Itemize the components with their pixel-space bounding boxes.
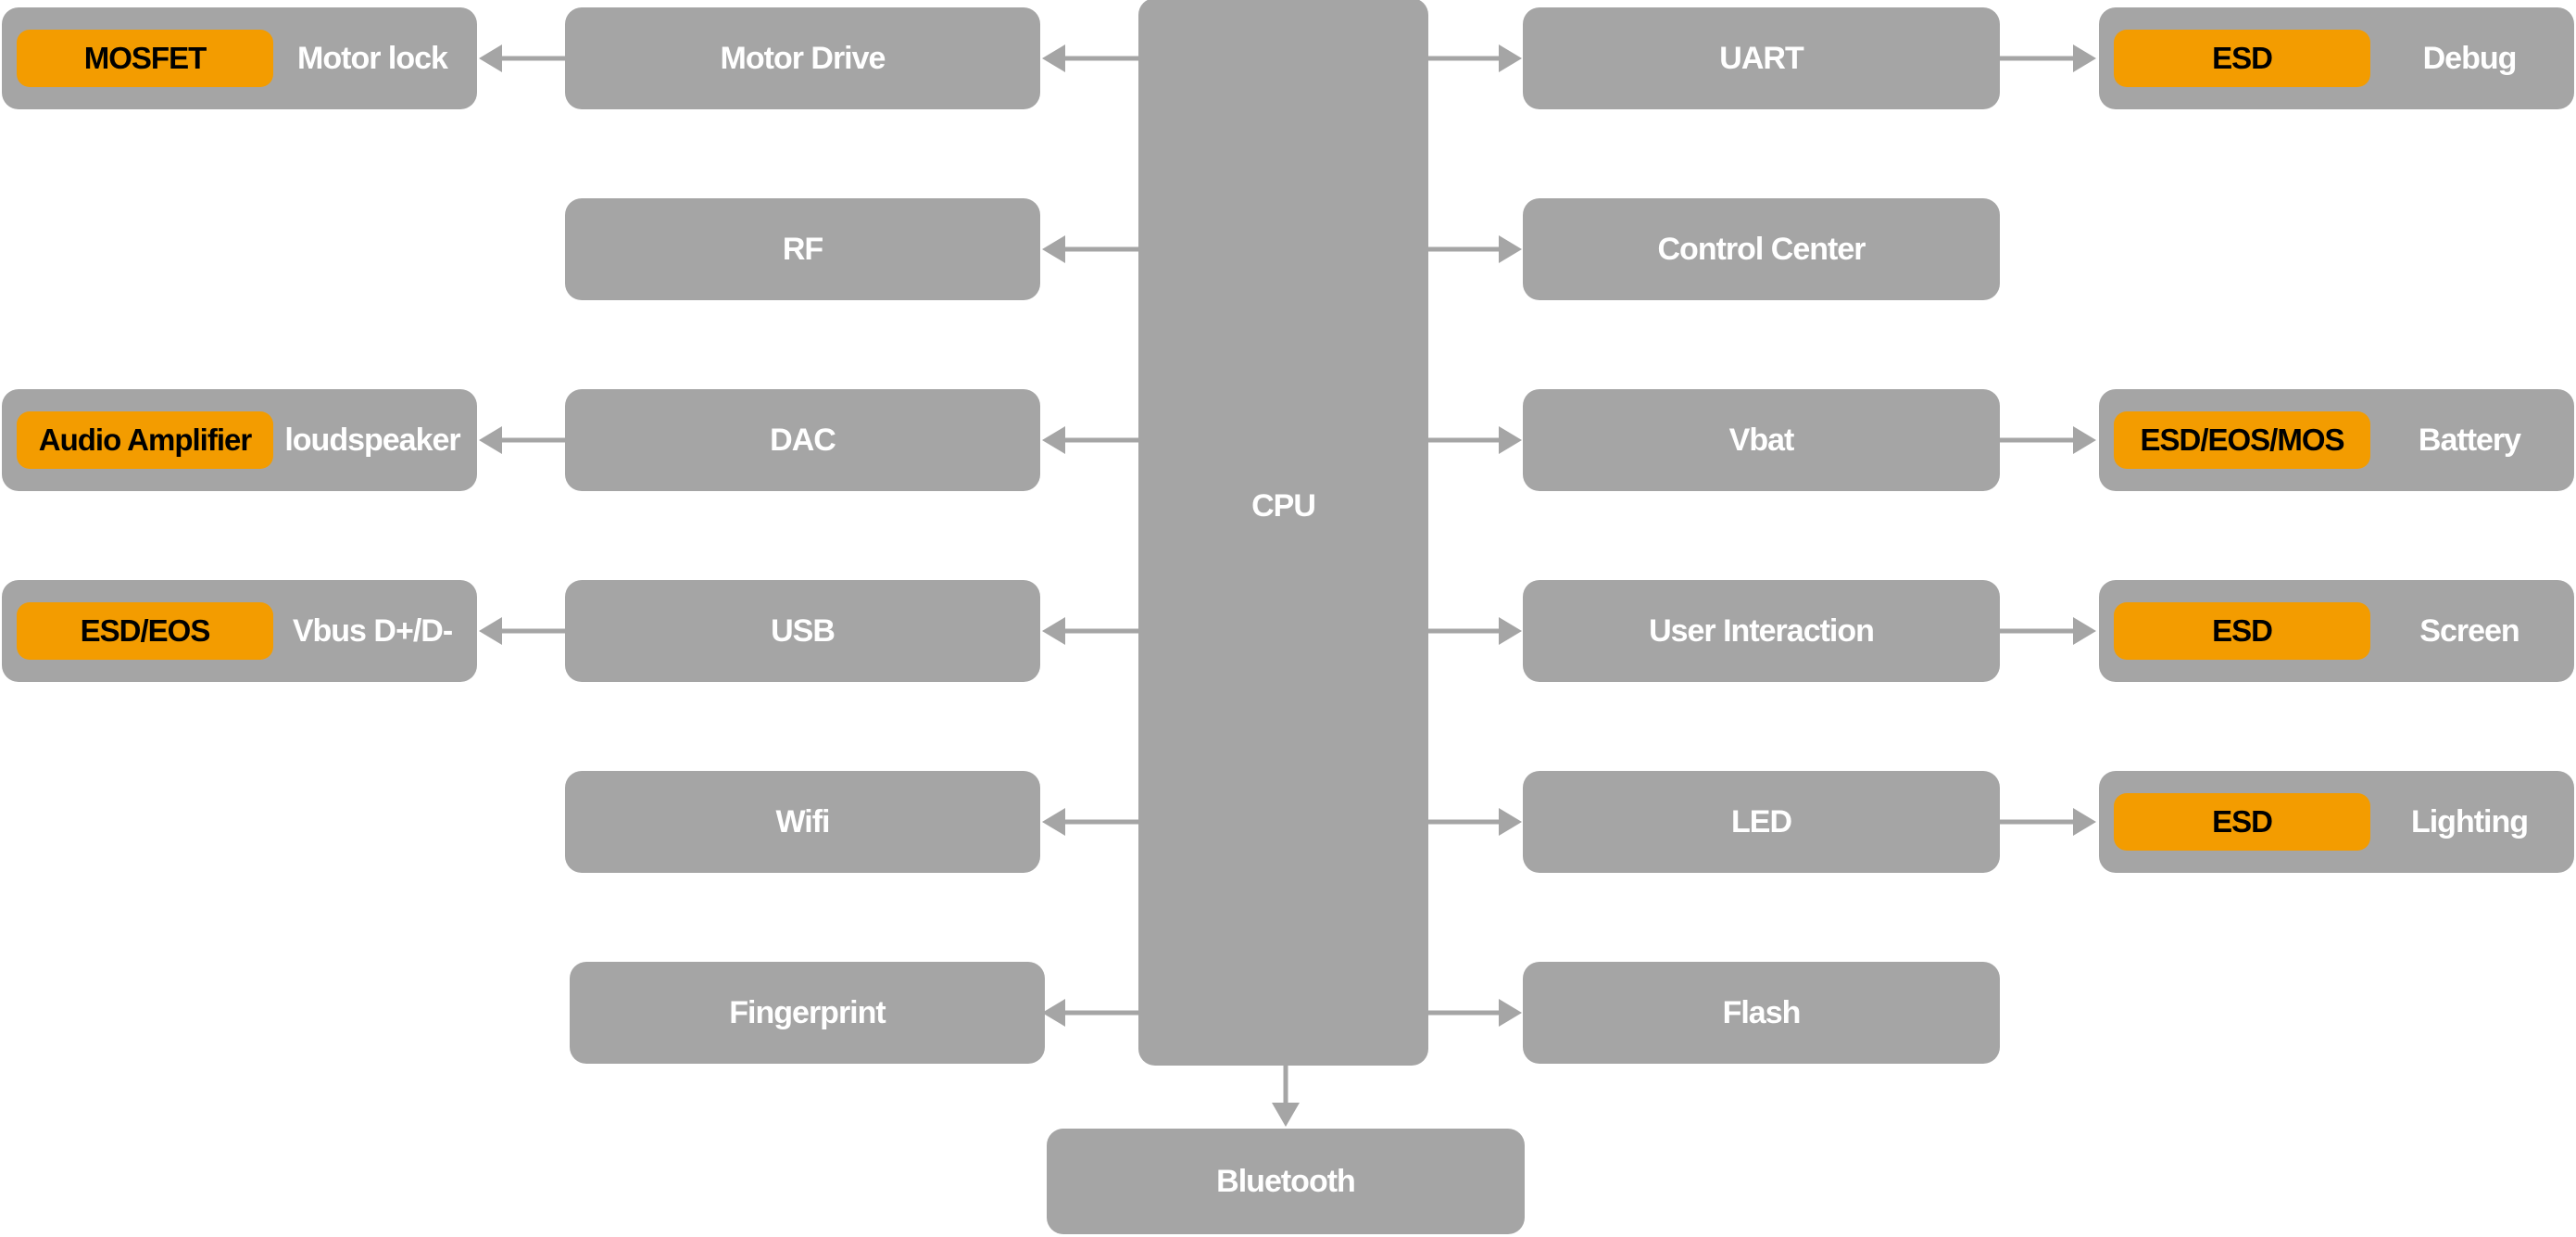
arrow-led-lighting — [2000, 808, 2096, 836]
arrow-cpu-usb — [1042, 617, 1140, 645]
uart-label: UART — [1719, 40, 1803, 76]
arrow-user-interaction-screen — [2000, 617, 2096, 645]
arrow-cpu-user-interaction — [1428, 617, 1522, 645]
box-debug: ESD Debug — [2099, 7, 2574, 109]
box-motor-lock: MOSFET Motor lock — [2, 7, 477, 109]
fingerprint-label: Fingerprint — [729, 994, 886, 1030]
flash-label: Flash — [1722, 994, 1802, 1030]
battery-label: Battery — [2418, 422, 2521, 458]
arrow-cpu-bluetooth — [1272, 1066, 1300, 1127]
arrow-dac-loudspeaker — [479, 426, 565, 454]
screen-label: Screen — [2419, 612, 2519, 649]
box-usb: USB — [565, 580, 1040, 682]
arrow-cpu-control-center — [1428, 235, 1522, 263]
badge-esd-eos-mos: ESD/EOS/MOS — [2114, 411, 2370, 469]
led-label: LED — [1731, 803, 1792, 839]
arrow-cpu-fingerprint — [1042, 999, 1140, 1027]
box-bluetooth: Bluetooth — [1047, 1129, 1525, 1234]
box-screen: ESD Screen — [2099, 580, 2574, 682]
motor-drive-label: Motor Drive — [720, 40, 886, 76]
badge-esd-screen: ESD — [2114, 602, 2370, 660]
box-battery: ESD/EOS/MOS Battery — [2099, 389, 2574, 491]
box-fingerprint: Fingerprint — [570, 962, 1045, 1064]
box-loudspeaker: Audio Amplifier loudspeaker — [2, 389, 477, 491]
motor-lock-label: Motor lock — [297, 40, 448, 76]
bluetooth-label: Bluetooth — [1216, 1163, 1356, 1199]
box-wifi: Wifi — [565, 771, 1040, 873]
box-led: LED — [1523, 771, 2000, 873]
box-rf: RF — [565, 198, 1040, 300]
box-control-center: Control Center — [1523, 198, 2000, 300]
usb-label: USB — [771, 612, 836, 649]
badge-audio-amplifier: Audio Amplifier — [17, 411, 273, 469]
arrow-uart-debug — [2000, 44, 2096, 72]
arrow-cpu-led — [1428, 808, 1522, 836]
arrow-cpu-vbat — [1428, 426, 1522, 454]
badge-esd-debug: ESD — [2114, 30, 2370, 87]
arrow-cpu-dac — [1042, 426, 1140, 454]
arrow-cpu-flash — [1428, 999, 1522, 1027]
vbus-label: Vbus D+/D- — [292, 612, 453, 649]
box-user-interaction: User Interaction — [1523, 580, 2000, 682]
badge-mosfet: MOSFET — [17, 30, 273, 87]
box-vbus: ESD/EOS Vbus D+/D- — [2, 580, 477, 682]
box-flash: Flash — [1523, 962, 2000, 1064]
loudspeaker-label: loudspeaker — [284, 422, 460, 458]
lighting-label: Lighting — [2410, 803, 2529, 839]
arrow-motor-drive-motor-lock — [479, 44, 565, 72]
box-lighting: ESD Lighting — [2099, 771, 2574, 873]
arrow-usb-vbus — [479, 617, 565, 645]
arrow-vbat-battery — [2000, 426, 2096, 454]
rf-label: RF — [782, 231, 823, 267]
arrow-cpu-uart — [1428, 44, 1522, 72]
box-vbat: Vbat — [1523, 389, 2000, 491]
control-center-label: Control Center — [1657, 231, 1866, 267]
vbat-label: Vbat — [1728, 422, 1795, 458]
box-dac: DAC — [565, 389, 1040, 491]
arrow-cpu-wifi — [1042, 808, 1140, 836]
box-cpu: CPU — [1138, 0, 1428, 1066]
box-uart: UART — [1523, 7, 2000, 109]
arrow-cpu-rf — [1042, 235, 1140, 263]
box-motor-drive: Motor Drive — [565, 7, 1040, 109]
badge-esd-lighting: ESD — [2114, 793, 2370, 851]
badge-esd-eos: ESD/EOS — [17, 602, 273, 660]
user-interaction-label: User Interaction — [1649, 612, 1875, 649]
arrow-cpu-motor-drive — [1042, 44, 1140, 72]
wifi-label: Wifi — [775, 803, 830, 839]
cpu-label: CPU — [1251, 487, 1316, 524]
debug-label: Debug — [2422, 40, 2518, 76]
dac-label: DAC — [770, 422, 836, 458]
